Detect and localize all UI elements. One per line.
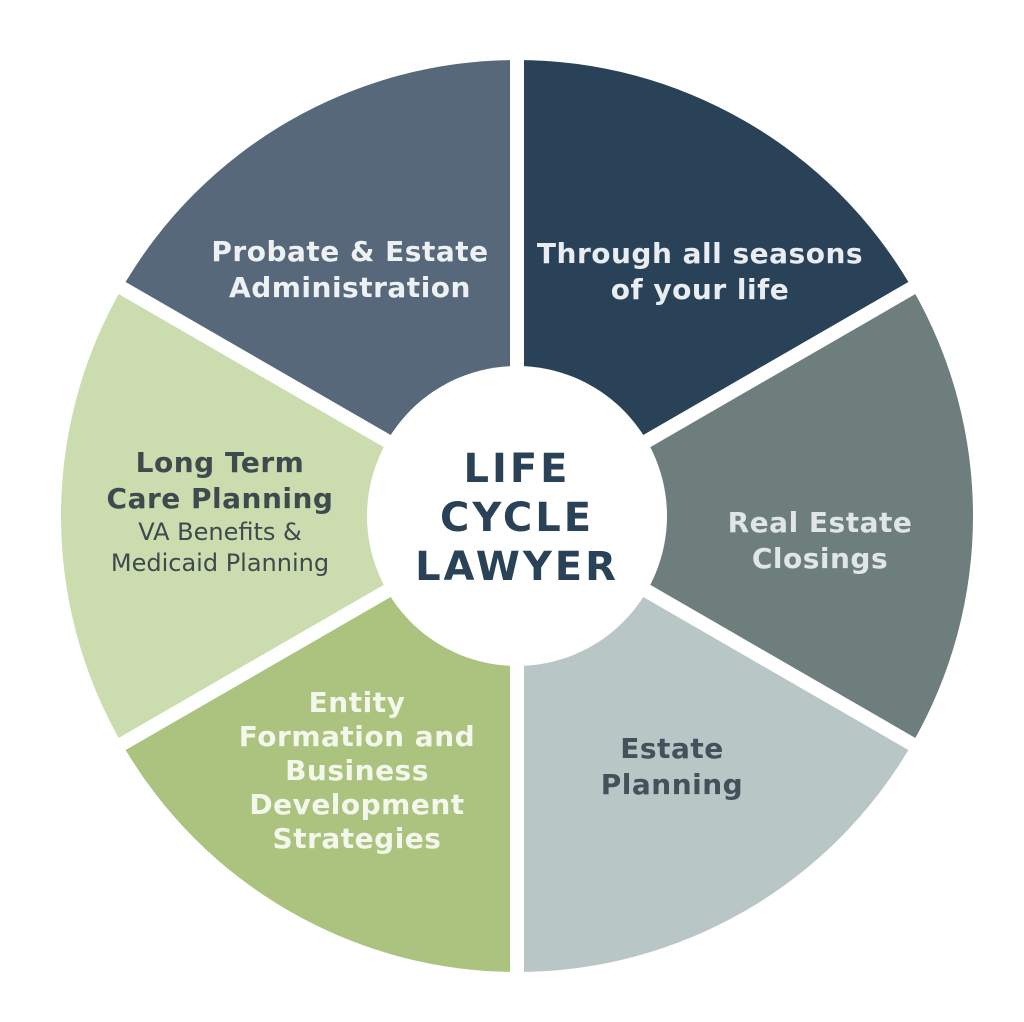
label-subline: VA Benefits & xyxy=(138,518,302,546)
label-line: Formation and xyxy=(238,720,476,753)
label-long-term-care: Long Term Care Planning VA Benefits & Me… xyxy=(95,445,345,579)
label-line: Entity xyxy=(308,686,406,719)
center-title-line: LIFE xyxy=(463,446,571,492)
segment-probate xyxy=(122,60,518,516)
label-seasons: Through all seasons of your life xyxy=(530,236,870,308)
label-line: Administration xyxy=(229,271,471,304)
label-line: Planning xyxy=(600,768,744,801)
center-title-line: CYCLE xyxy=(439,495,595,541)
label-subline: Medicaid Planning xyxy=(110,549,330,577)
segment-entity-formation xyxy=(122,516,518,972)
label-line: Closings xyxy=(751,542,889,575)
label-line: Through all seasons xyxy=(536,237,864,270)
label-estate-planning: Estate Planning xyxy=(572,731,772,803)
center-hub xyxy=(367,366,667,666)
label-line: Real Estate xyxy=(727,506,913,539)
label-line: Care Planning xyxy=(106,482,334,515)
label-line: Estate xyxy=(620,732,724,765)
label-entity-formation: Entity Formation and Business Developmen… xyxy=(232,686,482,856)
label-line: Business xyxy=(285,754,429,787)
label-line: Long Term xyxy=(135,446,305,479)
segment-real-estate xyxy=(517,288,973,744)
segment-long-term-care xyxy=(60,288,517,744)
label-line: Development xyxy=(249,788,465,821)
center-title: LIFE CYCLE LAWYER xyxy=(387,445,647,592)
center-title-line: LAWYER xyxy=(415,544,619,590)
label-line: Probate & Estate xyxy=(211,235,489,268)
label-real-estate: Real Estate Closings xyxy=(700,505,940,577)
label-line: of your life xyxy=(610,273,790,306)
label-probate: Probate & Estate Administration xyxy=(200,234,500,306)
label-line: Strategies xyxy=(272,822,442,855)
segment-seasons xyxy=(517,60,912,516)
segment-estate-planning xyxy=(517,516,912,972)
